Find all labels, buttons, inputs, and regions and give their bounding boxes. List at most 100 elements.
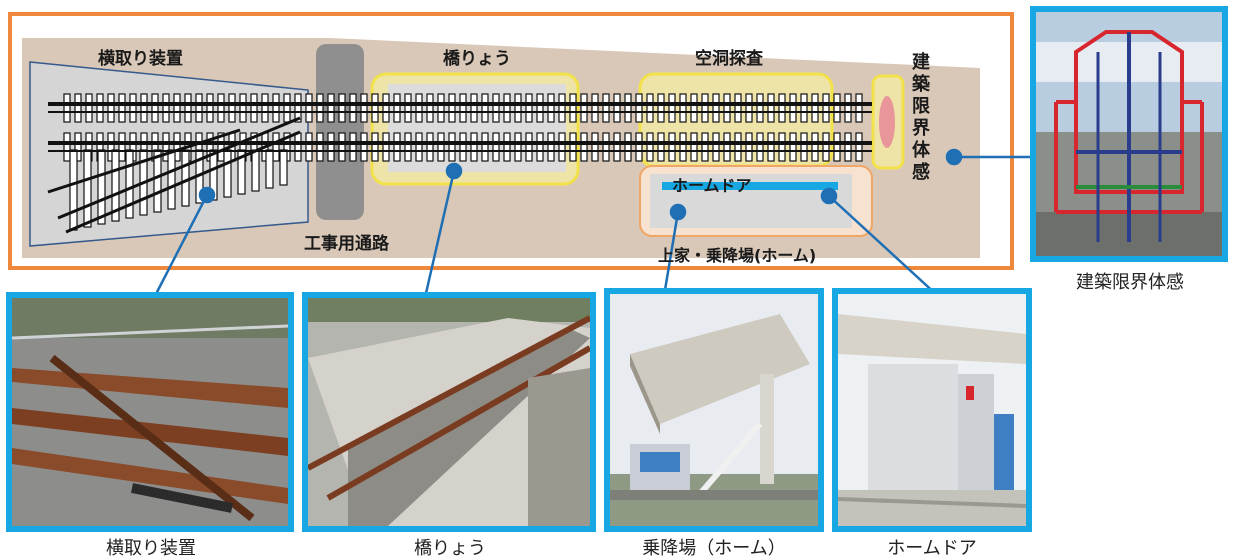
rail-tie: [701, 93, 709, 123]
leader-platform: [662, 211, 680, 297]
rail-tie: [360, 93, 368, 123]
rail-tie: [96, 93, 104, 123]
rail-tie: [118, 93, 126, 123]
label-homedoor: ホームドア: [672, 176, 752, 195]
rail-tie: [613, 93, 621, 123]
rail-tie: [844, 93, 852, 123]
rail-tie: [734, 93, 742, 123]
rail-tie: [404, 93, 412, 123]
rail-tie: [162, 93, 170, 123]
caption-kenchiku: 建築限界体感: [1076, 272, 1184, 293]
rail-tie: [448, 132, 456, 162]
rail-tie: [481, 93, 489, 123]
branch-rail-2: [65, 130, 301, 234]
rail-tie: [272, 132, 280, 162]
rail-tie: [140, 93, 148, 123]
rail-tie: [800, 132, 808, 162]
rail-tie: [712, 93, 720, 123]
rail-tie: [569, 93, 577, 123]
caption-platform: 乗降場（ホーム）: [642, 538, 786, 559]
rail-tie: [844, 132, 852, 162]
rail-tie: [811, 93, 819, 123]
rail-tie: [151, 93, 159, 123]
rail-tie: [404, 132, 412, 162]
rail-tie: [415, 132, 423, 162]
gauge-marker: [879, 96, 895, 148]
rail-tie: [294, 93, 302, 123]
rail-tie: [316, 132, 324, 162]
label-platform: 上家・乗降場(ホーム): [658, 246, 817, 265]
rail-tie: [107, 132, 115, 162]
leader-yokotori-dot: [198, 186, 216, 204]
rail-tie: [624, 132, 632, 162]
rail-tie: [855, 132, 863, 162]
rail-tie: [83, 149, 92, 228]
rail-tie: [437, 132, 445, 162]
rail-tie: [569, 132, 577, 162]
rail-tie: [503, 132, 511, 162]
rail-tie: [723, 132, 731, 162]
rail-tie: [162, 132, 170, 162]
rail-tie: [745, 132, 753, 162]
rail-tie: [789, 132, 797, 162]
rail-tie: [833, 93, 841, 123]
rail-tie: [371, 93, 379, 123]
rail-tie: [327, 132, 335, 162]
rail-tie: [239, 93, 247, 123]
rail-tie: [547, 132, 555, 162]
label-koji-road: 工事用通路: [304, 234, 389, 254]
leader-homedoor-dot: [820, 187, 838, 205]
rail-tie: [470, 132, 478, 162]
rail-tie: [481, 132, 489, 162]
branch-rail-1: [57, 116, 301, 220]
label-yokotori: 横取り装置: [98, 49, 183, 69]
rail-tie: [250, 93, 258, 123]
rail-tie: [437, 93, 445, 123]
rail-tie: [251, 149, 260, 192]
rail-tie: [624, 93, 632, 123]
rail-tie: [305, 93, 313, 123]
rail-tie: [382, 132, 390, 162]
photo-homedoor: [832, 288, 1032, 532]
leader-lines: [153, 148, 1030, 303]
leader-kyoryo: [422, 170, 456, 303]
leader-yokotori: [153, 194, 209, 297]
caption-kyoryo: 橋りょう: [414, 538, 486, 559]
rail-tie: [778, 132, 786, 162]
rail-tie: [536, 93, 544, 123]
rail-tie: [525, 93, 533, 123]
rail-tie: [536, 132, 544, 162]
rail-tie: [503, 93, 511, 123]
rail-tie: [279, 149, 288, 186]
rail-tie: [602, 93, 610, 123]
rail-tie: [690, 132, 698, 162]
rail-tie: [558, 132, 566, 162]
rail-tie: [514, 93, 522, 123]
rail-tie: [822, 93, 830, 123]
photo-platform: [604, 288, 824, 532]
rail-tie: [63, 132, 71, 162]
rail-tie: [261, 93, 269, 123]
rail-tie: [371, 132, 379, 162]
rail-tie: [833, 132, 841, 162]
rail-tie: [668, 132, 676, 162]
caption-yokotori: 横取り装置: [106, 538, 196, 559]
rail-tie: [712, 132, 720, 162]
label-kudo: 空洞探査: [695, 49, 763, 69]
rail-tie: [492, 132, 500, 162]
home-door-bar: [662, 182, 838, 190]
rail-tie: [223, 149, 232, 198]
rail-tie: [756, 93, 764, 123]
rail-tie: [800, 93, 808, 123]
rail-tie: [690, 93, 698, 123]
rail-tie: [657, 132, 665, 162]
rail-tie: [646, 93, 654, 123]
rail-tie: [723, 93, 731, 123]
rail-tie: [734, 132, 742, 162]
label-kyoryo: 橋りょう: [443, 49, 511, 69]
photo-kyoryo: [302, 292, 596, 532]
rail-tie: [525, 132, 533, 162]
rail-tie: [349, 132, 357, 162]
rail-tie: [63, 93, 71, 123]
